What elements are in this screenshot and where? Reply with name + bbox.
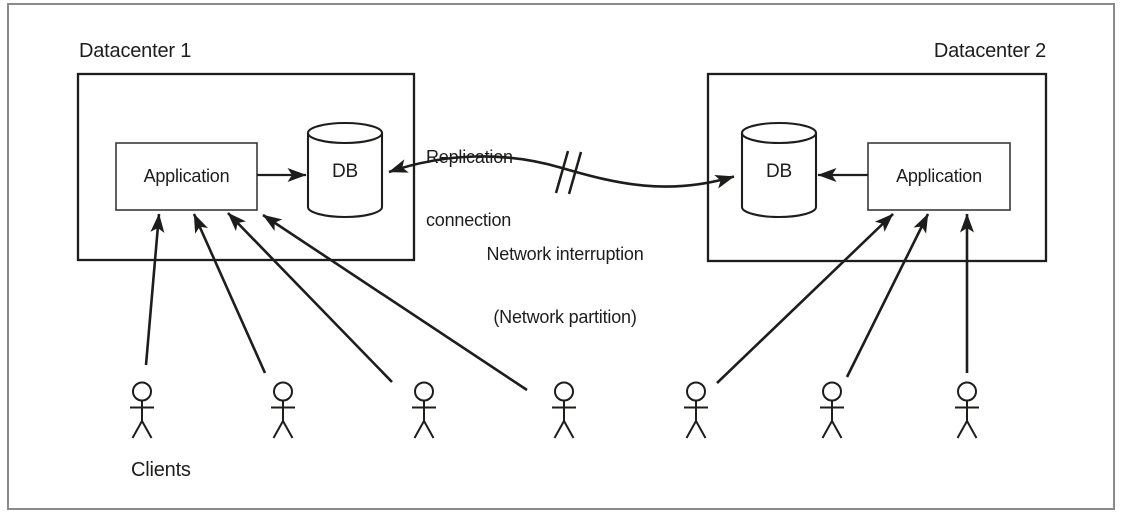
application1-box (115, 142, 258, 211)
database2-label: DB (766, 161, 792, 182)
interruption-label-line1: Network interruption (486, 244, 644, 264)
application2-box (867, 142, 1011, 211)
client1-icon (129, 381, 155, 439)
clients-label: Clients (131, 459, 191, 481)
database1-label: DB (332, 161, 358, 182)
replication-label-line1: Replication (426, 147, 513, 167)
network-interruption-label: Network interruption (Network partition) (439, 202, 691, 370)
application1-label: Application (143, 166, 230, 186)
interruption-label-line2: (Network partition) (493, 307, 637, 327)
client4-icon (551, 381, 577, 439)
client4-arrow (262, 213, 528, 392)
client3-arrow (227, 212, 393, 383)
application2-label: Application (896, 166, 982, 186)
replication-connection-label: Replication connection (426, 105, 513, 273)
client5-icon (683, 381, 709, 439)
client6-arrow (845, 213, 930, 378)
network-break-icon (554, 150, 583, 195)
database2-icon (740, 121, 818, 219)
client2-icon (270, 381, 296, 439)
client6-icon (819, 381, 845, 439)
client3-icon (411, 381, 437, 439)
client5-arrow (716, 213, 894, 384)
datacenter2-label: Datacenter 2 (933, 40, 1046, 62)
client1-arrow (144, 213, 165, 366)
database1-icon (306, 121, 384, 219)
replication-label-line2: connection (426, 210, 512, 230)
datacenter1-label: Datacenter 1 (79, 40, 192, 62)
client7-icon (954, 381, 980, 439)
client2-arrow (192, 213, 267, 374)
